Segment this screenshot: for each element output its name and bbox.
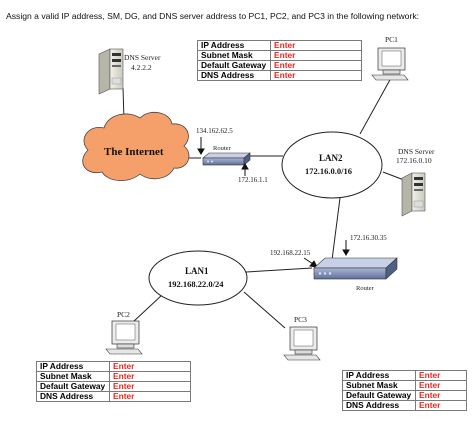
row-value-input[interactable]: Enter (109, 391, 191, 402)
row-label: Subnet Mask (342, 380, 416, 391)
row-label: DNS Address (197, 70, 271, 81)
dns-server-1-icon (98, 48, 124, 95)
link-lan2-pc1 (359, 77, 392, 135)
router-2-lan1-ip: 192.168.22.15 (270, 249, 311, 257)
row-value-input[interactable]: Enter (270, 40, 362, 51)
lan2-name: LAN2 (319, 153, 343, 163)
lan1-network: 192.168.22.0/24 (168, 279, 224, 289)
pc1-icon (371, 47, 409, 81)
lan2-network: 172.16.0.0/16 (305, 166, 352, 176)
row-value-input[interactable]: Enter (415, 370, 467, 381)
table-row: IP Address Enter (36, 361, 191, 372)
row-value-input[interactable]: Enter (270, 60, 362, 71)
link-lan2-dns2 (382, 171, 405, 181)
lan1-ellipse (148, 250, 248, 306)
dns-server-1-ip: 4.2.2.2 (131, 63, 152, 72)
link-lan1-router2 (245, 267, 313, 273)
row-value-input[interactable]: Enter (109, 381, 191, 392)
router-1-lan-ip: 172.16.1.1 (238, 176, 268, 184)
row-value-input[interactable]: Enter (109, 361, 191, 372)
dns-server-2-ip: 172.16.0.10 (396, 156, 432, 165)
row-label: Default Gateway (36, 381, 110, 392)
router-2-arrows (303, 240, 350, 268)
row-value-input[interactable]: Enter (109, 371, 191, 382)
row-label: Subnet Mask (197, 50, 271, 61)
pc2-address-table: IP Address Enter Subnet Mask Enter Defau… (36, 361, 191, 402)
internet-label: The Internet (104, 146, 164, 158)
router-1-label: Router (213, 145, 232, 152)
internet-cloud (82, 111, 190, 181)
row-label: IP Address (36, 361, 110, 372)
link-lan2-router2 (331, 197, 341, 261)
connection-lines (122, 77, 405, 329)
router-2-lan2-ip: 172.16.30.35 (350, 234, 387, 242)
pc3-icon (283, 326, 321, 361)
row-label: DNS Address (342, 400, 416, 411)
table-row: Default Gateway Enter (36, 381, 191, 392)
row-value-input[interactable]: Enter (270, 50, 362, 61)
table-row: DNS Address Enter (197, 70, 362, 81)
pc1-address-table: IP Address Enter Subnet Mask Enter Defau… (197, 40, 362, 81)
table-row: Default Gateway Enter (342, 390, 467, 401)
pc3-address-table: IP Address Enter Subnet Mask Enter Defau… (342, 370, 467, 411)
table-row: Default Gateway Enter (197, 60, 362, 71)
table-row: DNS Address Enter (342, 400, 467, 411)
pc1-label: PC1 (385, 35, 398, 44)
table-row: IP Address Enter (197, 40, 362, 51)
router-1-icon (202, 152, 251, 166)
row-value-input[interactable]: Enter (415, 380, 467, 391)
row-value-input[interactable]: Enter (415, 390, 467, 401)
lan2-ellipse (281, 131, 383, 199)
table-row: DNS Address Enter (36, 391, 191, 402)
table-row: Subnet Mask Enter (342, 380, 467, 391)
router-1-arrows (197, 137, 249, 176)
row-value-input[interactable]: Enter (415, 400, 467, 411)
row-value-input[interactable]: Enter (270, 70, 362, 81)
dns-server-2-icon (401, 172, 426, 217)
lan1-name: LAN1 (185, 266, 209, 276)
router-1-wan-ip: 134.162.62.5 (196, 127, 233, 135)
dns-server-2-title: DNS Server (398, 147, 435, 156)
pc2-icon (105, 320, 143, 355)
pc2-label: PC2 (117, 310, 130, 319)
row-label: IP Address (197, 40, 271, 51)
question-text: Assign a valid IP address, SM, DG, and D… (6, 11, 420, 21)
row-label: Default Gateway (197, 60, 271, 71)
table-row: Subnet Mask Enter (36, 371, 191, 382)
link-lan1-pc2 (132, 294, 163, 323)
row-label: Subnet Mask (36, 371, 110, 382)
router-2-label: Router (356, 285, 375, 292)
row-label: Default Gateway (342, 390, 416, 401)
row-label: IP Address (342, 370, 416, 381)
dns-server-1-title: DNS Server (124, 53, 161, 62)
pc3-label: PC3 (294, 315, 307, 324)
table-row: IP Address Enter (342, 370, 467, 381)
link-lan1-pc3 (243, 291, 286, 329)
router-2-icon (313, 257, 398, 280)
row-label: DNS Address (36, 391, 110, 402)
table-row: Subnet Mask Enter (197, 50, 362, 61)
